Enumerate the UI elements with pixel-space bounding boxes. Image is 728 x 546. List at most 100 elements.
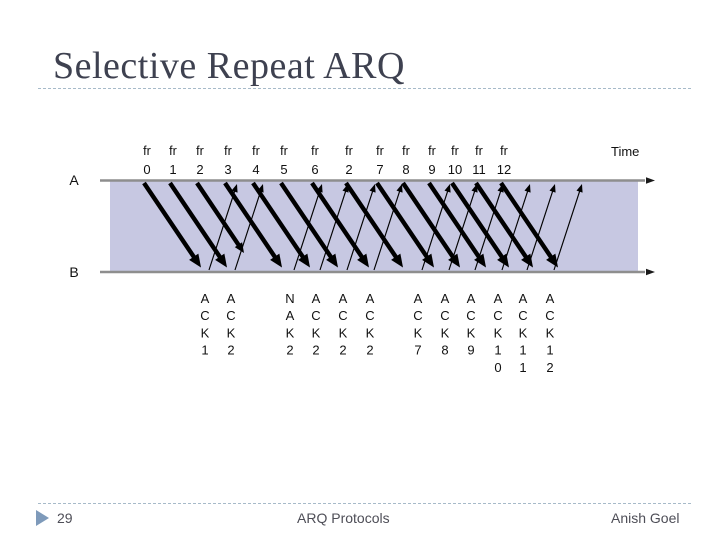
ack-label-char: A xyxy=(201,291,210,306)
ack-label-char: 2 xyxy=(286,343,293,358)
ack-arrow xyxy=(501,189,529,271)
frame-arrow xyxy=(279,181,335,262)
frame-label-fr: fr xyxy=(169,144,177,158)
ack-label-char: K xyxy=(366,325,375,340)
ack-arrow xyxy=(448,189,476,271)
ack-label-char: K xyxy=(286,325,295,340)
timeline-b-arrowhead xyxy=(646,268,655,276)
frame-arrow-lost xyxy=(195,181,242,249)
page-title: Selective Repeat ARQ xyxy=(53,45,405,87)
frame-label-number: 1 xyxy=(169,162,176,177)
ack-arrow xyxy=(526,189,554,271)
title-divider xyxy=(38,88,691,89)
ack-label-char: 0 xyxy=(494,360,501,375)
ack-label-char: C xyxy=(413,308,422,323)
ack-label-char: 1 xyxy=(201,343,208,358)
frame-arrow xyxy=(344,181,400,262)
footer-divider xyxy=(38,503,691,504)
ack-label-char: 1 xyxy=(519,343,526,358)
ack-arrow-head xyxy=(396,184,403,193)
frame-arrow xyxy=(251,181,307,262)
ack-label-char: C xyxy=(365,308,374,323)
ack-label-char: K xyxy=(494,325,503,340)
ack-arrow xyxy=(474,189,502,271)
receiver-label: B xyxy=(69,264,78,280)
ack-arrow-head xyxy=(524,184,531,193)
ack-label-char: 8 xyxy=(441,343,448,358)
frame-arrow xyxy=(401,181,457,262)
frame-arrow xyxy=(450,181,506,262)
frame-label-number: 7 xyxy=(376,162,383,177)
ack-label-char: 7 xyxy=(414,343,421,358)
ack-arrow-head xyxy=(316,184,323,193)
frame-arrow xyxy=(474,181,530,262)
frame-label-fr: fr xyxy=(224,144,232,158)
ack-label-char: A xyxy=(467,291,476,306)
time-label: Time xyxy=(611,144,639,159)
ack-label-char: A xyxy=(441,291,450,306)
ack-label-char: 2 xyxy=(546,360,553,375)
frame-arrow xyxy=(168,181,224,262)
frame-label-number: 4 xyxy=(252,162,259,177)
footer-bullet-icon xyxy=(36,510,49,526)
ack-label-char: 1 xyxy=(494,343,501,358)
frame-arrow-head xyxy=(189,253,201,268)
frame-arrow-head xyxy=(448,253,460,268)
frame-arrow-head xyxy=(326,253,338,268)
ack-label-char: C xyxy=(338,308,347,323)
ack-label-char: A xyxy=(312,291,321,306)
ack-label-char: C xyxy=(518,308,527,323)
ack-arrow-head xyxy=(369,184,376,193)
page-number: 29 xyxy=(57,510,73,526)
frame-label-fr: fr xyxy=(428,144,436,158)
frame-label-fr: fr xyxy=(475,144,483,158)
ack-label-char: K xyxy=(227,325,236,340)
ack-label-char: A xyxy=(414,291,423,306)
frame-label-number: 2 xyxy=(196,162,203,177)
ack-label-char: A xyxy=(494,291,503,306)
frame-arrow-head xyxy=(422,253,434,268)
ack-label-char: K xyxy=(201,325,210,340)
frame-arrow-head xyxy=(270,253,282,268)
ack-arrow xyxy=(293,189,321,271)
frame-label-number: 5 xyxy=(280,162,287,177)
ack-arrow-head xyxy=(549,184,556,193)
ack-arrow-head xyxy=(497,184,504,193)
frame-arrow-head xyxy=(546,253,558,268)
frame-label-number: 9 xyxy=(428,162,435,177)
frame-label-fr: fr xyxy=(311,144,319,158)
ack-arrow xyxy=(208,189,236,271)
frame-label-fr: fr xyxy=(345,144,353,158)
ack-label-char: 2 xyxy=(227,343,234,358)
frame-arrow-head xyxy=(298,253,310,268)
ack-label-char: C xyxy=(200,308,209,323)
ack-arrow-head xyxy=(231,184,238,193)
frame-arrow-head xyxy=(357,253,369,268)
frame-label-fr: fr xyxy=(451,144,459,158)
frame-label-fr: fr xyxy=(196,144,204,158)
frame-label-number: 6 xyxy=(311,162,318,177)
frame-arrow xyxy=(310,181,366,262)
ack-label-char: C xyxy=(311,308,320,323)
ack-label-char: A xyxy=(519,291,528,306)
frame-label-fr: fr xyxy=(376,144,384,158)
frame-arrow-head xyxy=(215,253,227,268)
ack-arrow-head xyxy=(471,184,478,193)
frame-arrow xyxy=(142,181,198,262)
ack-label-char: C xyxy=(493,308,502,323)
frame-label-number: 3 xyxy=(224,162,231,177)
ack-label-char: K xyxy=(339,325,348,340)
footer-author: Anish Goel xyxy=(611,510,680,526)
frame-label-fr: fr xyxy=(402,144,410,158)
ack-arrow xyxy=(319,189,347,271)
ack-arrow xyxy=(346,189,374,271)
ack-label-char: 9 xyxy=(467,343,474,358)
ack-arrow-head xyxy=(576,184,583,193)
ack-label-char: N xyxy=(285,291,294,306)
frame-label-fr: fr xyxy=(143,144,151,158)
ack-label-char: C xyxy=(466,308,475,323)
ack-arrow xyxy=(421,189,449,271)
ack-label-char: A xyxy=(366,291,375,306)
